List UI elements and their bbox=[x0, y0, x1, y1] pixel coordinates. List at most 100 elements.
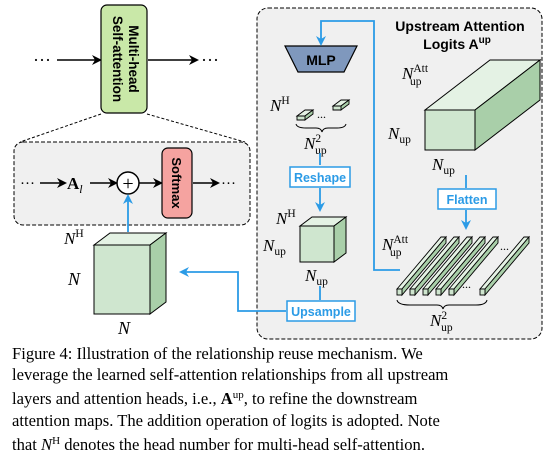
caption-line-3a: layers and attention heads, i.e., bbox=[12, 389, 221, 409]
attention-logits-al: Al bbox=[67, 174, 83, 196]
mhsa-label: Multi-head Self-attention bbox=[110, 16, 141, 102]
zoom-line-right bbox=[146, 113, 246, 143]
rod-6 bbox=[479, 235, 530, 297]
mid-nh-sup: H bbox=[287, 208, 295, 220]
upsample-label: Upsample bbox=[291, 305, 351, 319]
zoom-right-ellipsis: ··· bbox=[221, 176, 236, 192]
upstream-title-sup: up bbox=[479, 35, 491, 46]
big-cuboid-nup-bottom-label: Nup bbox=[431, 155, 455, 177]
mlp-label: MLP bbox=[306, 52, 336, 68]
big-nup-b-base: N bbox=[431, 155, 445, 174]
mlp-nup2-base: N bbox=[303, 134, 317, 153]
left-nh-base: N bbox=[63, 229, 77, 248]
rod-5 bbox=[448, 235, 499, 297]
big-natt-sup: Att bbox=[413, 63, 429, 75]
caption-line-4: attention maps. The addition operation o… bbox=[12, 410, 440, 430]
caption-line-5a: that bbox=[12, 434, 42, 454]
mid-nup-sub: up bbox=[274, 246, 286, 258]
left-cube-n-bottom-label: N bbox=[117, 318, 131, 338]
plus-symbol: + bbox=[122, 173, 133, 195]
flatten-block bbox=[437, 188, 497, 210]
left-nh-sup: H bbox=[75, 228, 83, 240]
big-natt-base: N bbox=[401, 64, 415, 83]
mid-cube-nup-bottom-label: Nup bbox=[304, 266, 328, 288]
mlp-vector-brace bbox=[295, 123, 347, 133]
rods-nup2-sup: 2 bbox=[441, 310, 447, 322]
flatten-label: Flatten bbox=[447, 193, 488, 207]
caption-line-5c: H bbox=[52, 434, 61, 447]
reshape-label: Reshape bbox=[294, 171, 346, 185]
upstream-title-logits: Logits A bbox=[423, 36, 478, 52]
softmax-label-group: Softmax bbox=[169, 157, 184, 209]
zoom-line-left bbox=[19, 113, 102, 143]
left-cube-side bbox=[149, 232, 167, 315]
rod-4 bbox=[435, 235, 486, 297]
rod-2 bbox=[409, 235, 460, 297]
left-ellipsis: ··· bbox=[33, 50, 51, 70]
mid-cube-nh-label: NH bbox=[275, 208, 296, 228]
rods-natt-sub: up bbox=[390, 247, 402, 259]
rods-nup2-base: N bbox=[429, 311, 443, 330]
caption-line-3: layers and attention heads, i.e., Aup, t… bbox=[12, 385, 544, 409]
rod-1 bbox=[396, 235, 447, 297]
rods-nup2-sub: up bbox=[441, 322, 453, 334]
big-natt-sub: up bbox=[410, 76, 422, 88]
mid-cube-nup-side-label: Nup bbox=[262, 236, 286, 258]
big-nup-sub: up bbox=[399, 134, 411, 146]
mid-nup-base: N bbox=[262, 236, 276, 255]
mlp-vector-2-front bbox=[332, 105, 342, 111]
mhsa-label-line1: Multi-head bbox=[126, 25, 141, 93]
caption-line-5: that NH denotes the head number for mult… bbox=[12, 431, 544, 455]
caption-line-1: Figure 4: Illustration of the relationsh… bbox=[12, 344, 423, 363]
rods-dots-middle: ... bbox=[462, 277, 471, 291]
mlp-nup2-sup: 2 bbox=[315, 133, 321, 145]
mlp-nup2-sub: up bbox=[315, 145, 327, 157]
big-nup-b-sub: up bbox=[443, 165, 455, 177]
arrow-upsample-to-left-cube bbox=[179, 267, 286, 312]
left-cube-n-side-label: N bbox=[67, 269, 81, 289]
softmax-block bbox=[161, 147, 193, 219]
caption-line-3d: , to refine the downstream bbox=[243, 389, 418, 409]
rods-brace bbox=[396, 299, 488, 310]
rods-natt-sup: Att bbox=[393, 234, 409, 246]
mid-cube-front bbox=[299, 225, 335, 263]
mhsa-label-line2: Self-attention bbox=[110, 16, 125, 102]
big-cuboid-nup-side-label: Nup bbox=[387, 124, 411, 146]
upstream-title-line2: Logits Aup bbox=[423, 35, 491, 52]
caption-line-5b: N bbox=[41, 434, 53, 454]
rods-dots-top: ... bbox=[500, 239, 509, 253]
right-ellipsis: ··· bbox=[201, 50, 219, 70]
caption-line-3c: up bbox=[232, 389, 244, 402]
figure-caption: Figure 4: Illustration of the relationsh… bbox=[12, 343, 544, 455]
rod-3 bbox=[422, 235, 473, 297]
arrow-rods-to-mlp bbox=[316, 20, 400, 271]
caption-line-2: leverage the learned self-attention rela… bbox=[12, 365, 449, 385]
mlp-nh-base: N bbox=[269, 96, 283, 115]
mhsa-block bbox=[100, 4, 148, 114]
zoom-left-ellipsis: ··· bbox=[20, 176, 35, 192]
mlp-vector-1-front bbox=[296, 115, 306, 121]
mlp-out-nh-label: NH bbox=[269, 95, 290, 115]
reshape-block bbox=[289, 166, 351, 188]
caption-line-5d: denotes the head number for multi-head s… bbox=[60, 434, 426, 454]
big-nup-base: N bbox=[387, 124, 401, 143]
mlp-vector-dots: ... bbox=[317, 107, 326, 121]
mid-nh-base: N bbox=[275, 209, 289, 228]
flattened-rods: ... ... bbox=[396, 235, 530, 297]
al-base: A bbox=[67, 174, 80, 193]
mid-nup-b-base: N bbox=[304, 266, 318, 285]
al-sub: l bbox=[79, 182, 83, 196]
upstream-title-line1: Upstream Attention bbox=[395, 18, 524, 34]
softmax-label: Softmax bbox=[169, 157, 184, 209]
upsample-block bbox=[286, 300, 356, 322]
left-cube-front bbox=[93, 244, 151, 315]
mid-nup-b-sub: up bbox=[316, 276, 328, 288]
rods-natt-base: N bbox=[381, 235, 395, 254]
mlp-nh-sup: H bbox=[281, 95, 289, 107]
relationship-reuse-diagram: ··· Multi-head Self-attention ··· ··· Al… bbox=[13, 4, 543, 340]
left-cube-nh-label: NH bbox=[63, 228, 84, 248]
big-cuboid-front bbox=[424, 109, 476, 151]
